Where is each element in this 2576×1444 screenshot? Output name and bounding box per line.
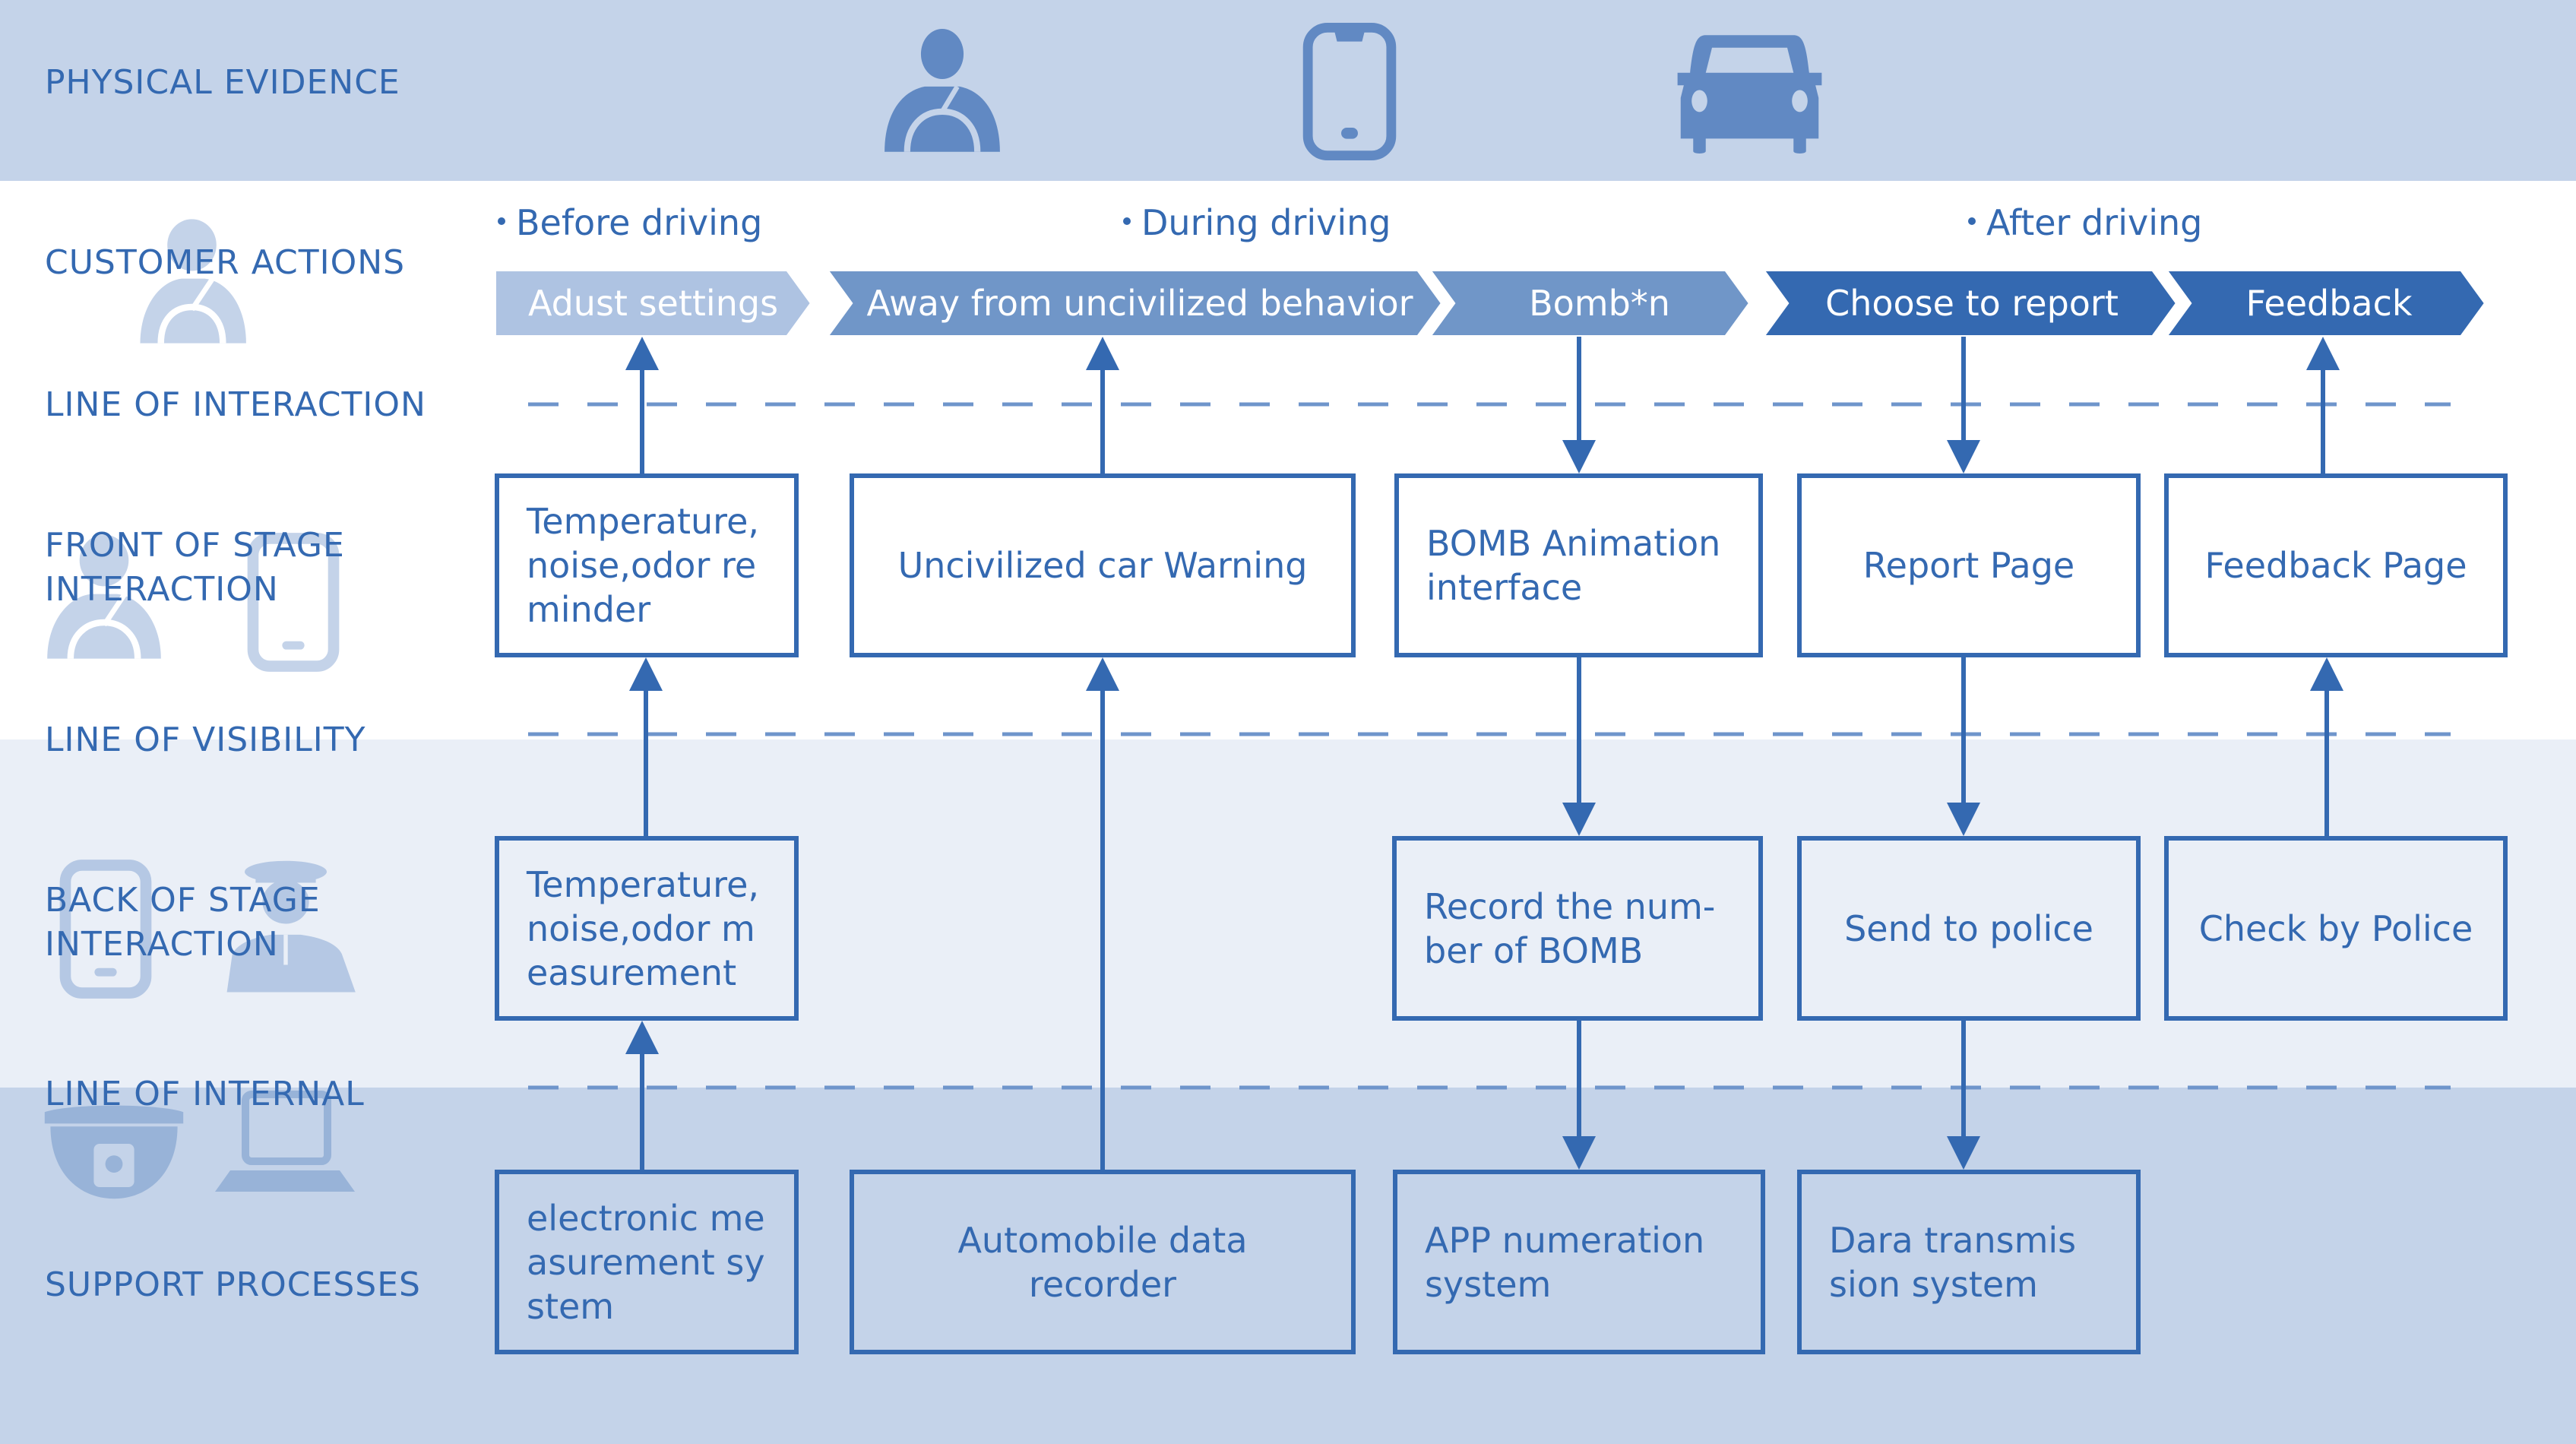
arrow-col4-action-front-arrowhead-icon	[1947, 440, 1980, 473]
row-label-support-processes: SUPPORT PROCESSES	[45, 1265, 421, 1304]
row-label-physical-evidence: PHYSICAL EVIDENCE	[45, 63, 400, 102]
ghost-driver-icon	[47, 534, 161, 659]
front-box-report-page[interactable]: Report Page	[1797, 473, 2141, 657]
arrow-col1-front-action-arrowhead-icon	[625, 337, 659, 370]
arrow-col1-support-back-arrowhead-icon	[625, 1021, 659, 1054]
box-text: Uncivilized car Warning	[897, 545, 1308, 586]
customer-action-chevron	[493, 268, 814, 338]
arrow-col4-back-support-arrowhead-icon	[1947, 1136, 1980, 1170]
bullet-icon	[1123, 217, 1131, 225]
box-text: Check by Police	[2198, 907, 2473, 949]
front-box-bomb-animation[interactable]: BOMB Animation interface	[1394, 473, 1763, 657]
arrow-col5-back-front-arrowhead-icon	[2310, 657, 2343, 691]
arrow-col3-back-support-arrowhead-icon	[1562, 1136, 1596, 1170]
customer-action-away-uncivilized[interactable]: Away from uncivilized behavior	[866, 283, 1413, 324]
customer-action-chevron	[824, 268, 1445, 338]
back-box-measurement[interactable]: Temperature, noise,odor m easurement	[495, 836, 799, 1021]
box-text: Automobile data recorder	[957, 1219, 1248, 1305]
support-box-data-transmission[interactable]: Dara transmis sion system	[1797, 1170, 2141, 1354]
box-text: APP numeration system	[1425, 1219, 1705, 1305]
arrow-col3-action-front-arrowhead-icon	[1562, 440, 1596, 473]
ghost-smartphone-icon	[247, 533, 340, 672]
phase-text: During driving	[1141, 202, 1391, 243]
ghost-camera-icon	[44, 1105, 184, 1199]
ghost-driver-icon	[140, 219, 246, 344]
phase-label: Before driving	[498, 202, 762, 243]
row-label-line-of-visibility: LINE OF VISIBILITY	[45, 720, 366, 759]
bullet-icon	[1968, 217, 1976, 225]
bullet-icon	[498, 217, 505, 225]
back-stage-band	[0, 739, 2576, 1088]
box-text: Temperature, noise,odor re minder	[527, 501, 760, 630]
phase-label: During driving	[1123, 202, 1391, 243]
box-text: Report Page	[1862, 545, 2075, 586]
ghost-police-icon	[226, 860, 356, 993]
row-label-customer-actions: CUSTOMER ACTIONS	[45, 243, 406, 282]
box-text: Dara transmis sion system	[1829, 1219, 2077, 1305]
row-label-front-of-stage: FRONT OF STAGE INTERACTION	[45, 526, 345, 609]
arrow-col1-back-front-arrowhead-icon	[629, 657, 663, 691]
smartphone-icon	[1302, 22, 1397, 161]
customer-action-adjust-settings[interactable]: Adust settings	[527, 283, 779, 324]
arrow-col5-front-action-arrowhead-icon	[2306, 337, 2340, 370]
box-text: Record the num- ber of BOMB	[1424, 885, 1716, 971]
back-box-send-police[interactable]: Send to police	[1797, 836, 2141, 1021]
arrow-col2-front-action-arrowhead-icon	[1086, 337, 1119, 370]
physical-evidence-band	[0, 0, 2576, 181]
row-label-back-of-stage: BACK OF STAGE INTERACTION	[45, 881, 321, 964]
back-box-check-police[interactable]: Check by Police	[2164, 836, 2508, 1021]
ghost-laptop-icon	[215, 1091, 355, 1192]
row-label-line-of-interaction: LINE OF INTERACTION	[45, 385, 426, 424]
box-text: Feedback Page	[2204, 545, 2467, 586]
customer-action-chevron	[2163, 268, 2488, 338]
arrow-col4-front-back-arrowhead-icon	[1947, 803, 1980, 836]
row-label-line-of-internal: LINE OF INTERNAL	[45, 1075, 365, 1113]
arrow-col2-support-front-arrowhead-icon	[1086, 657, 1119, 691]
driver-icon	[885, 29, 1000, 152]
phase-text: After driving	[1986, 202, 2203, 243]
phase-label: After driving	[1968, 202, 2202, 243]
back-box-record-bomb[interactable]: Record the num- ber of BOMB	[1392, 836, 1763, 1021]
ghost-smartphone-icon	[59, 860, 152, 999]
car-icon	[1677, 35, 1822, 154]
front-box-feedback-page[interactable]: Feedback Page	[2164, 473, 2508, 657]
arrow-col3-front-back-arrowhead-icon	[1562, 803, 1596, 836]
box-text: BOMB Animation interface	[1426, 523, 1721, 608]
support-box-data-recorder[interactable]: Automobile data recorder	[850, 1170, 1356, 1354]
box-text: Send to police	[1844, 907, 2093, 949]
customer-action-bomb[interactable]: Bomb*n	[1529, 283, 1670, 324]
support-box-app-numeration[interactable]: APP numeration system	[1393, 1170, 1765, 1354]
customer-action-choose-report[interactable]: Choose to report	[1825, 283, 2119, 324]
support-box-electronic-measurement[interactable]: electronic me asurement sy stem	[495, 1170, 799, 1354]
customer-action-feedback[interactable]: Feedback	[2245, 283, 2413, 324]
box-text: Temperature, noise,odor m easurement	[527, 863, 760, 993]
customer-action-chevron	[1426, 268, 1752, 338]
phase-text: Before driving	[516, 202, 763, 243]
customer-action-chevron	[1760, 268, 2179, 338]
front-box-reminder[interactable]: Temperature, noise,odor re minder	[495, 473, 799, 657]
front-box-uncivilized-warning[interactable]: Uncivilized car Warning	[850, 473, 1356, 657]
box-text: electronic me asurement sy stem	[527, 1197, 765, 1327]
